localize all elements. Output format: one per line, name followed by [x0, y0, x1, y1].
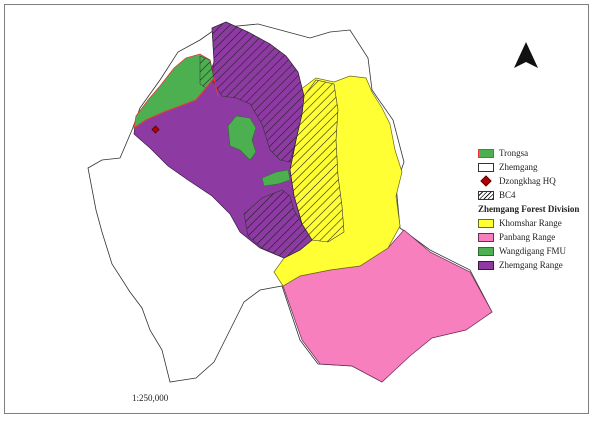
legend-swatch-wangdigang [478, 246, 494, 256]
legend-label: Zhemgang Range [499, 260, 563, 270]
legend-label: Trongsa [499, 148, 529, 158]
wangdigang-fmu-area-center [227, 115, 257, 161]
legend-item-khomshar: Khomshar Range [478, 216, 593, 230]
map-scale-text: 1:250,000 [132, 393, 169, 403]
legend-label: BC4 [499, 190, 516, 200]
legend-swatch-khomshar [478, 218, 494, 228]
legend-item-wangdigang: Wangdigang FMU [478, 244, 593, 258]
trongsa-boundary-line [133, 76, 219, 129]
legend-item-dzongkhag-hq: Dzongkhag HQ [478, 174, 593, 188]
bc4-area-south [243, 189, 313, 259]
legend-item-bc4: BC4 [478, 188, 593, 202]
bc4-area-north [211, 21, 305, 163]
legend-swatch-bc4 [478, 190, 494, 200]
legend-swatch-panbang [478, 232, 494, 242]
map-legend: Trongsa Zhemgang Dzongkhag HQ BC4 Zhemga… [478, 146, 593, 272]
diamond-icon [480, 175, 492, 187]
legend-label: Khomshar Range [499, 218, 562, 228]
legend-group-title: Zhemgang Forest Division [478, 204, 580, 214]
legend-swatch-hq [478, 175, 494, 187]
legend-item-zhemgang: Zhemgang [478, 160, 593, 174]
legend-item-panbang: Panbang Range [478, 230, 593, 244]
legend-item-trongsa: Trongsa [478, 146, 593, 160]
legend-item-zhemgang-range: Zhemgang Range [478, 258, 593, 272]
legend-swatch-zhemgang-range [478, 260, 494, 270]
dzongkhag-hq-marker [151, 125, 160, 134]
legend-label: Dzongkhag HQ [499, 176, 556, 186]
legend-label: Zhemgang [499, 162, 538, 172]
legend-swatch-trongsa [478, 148, 494, 158]
legend-label: Panbang Range [499, 232, 556, 242]
legend-label: Wangdigang FMU [499, 246, 567, 256]
wangdigang-fmu-area-strip [261, 169, 291, 187]
legend-swatch-zhemgang [478, 162, 494, 172]
north-arrow-icon [514, 42, 538, 68]
